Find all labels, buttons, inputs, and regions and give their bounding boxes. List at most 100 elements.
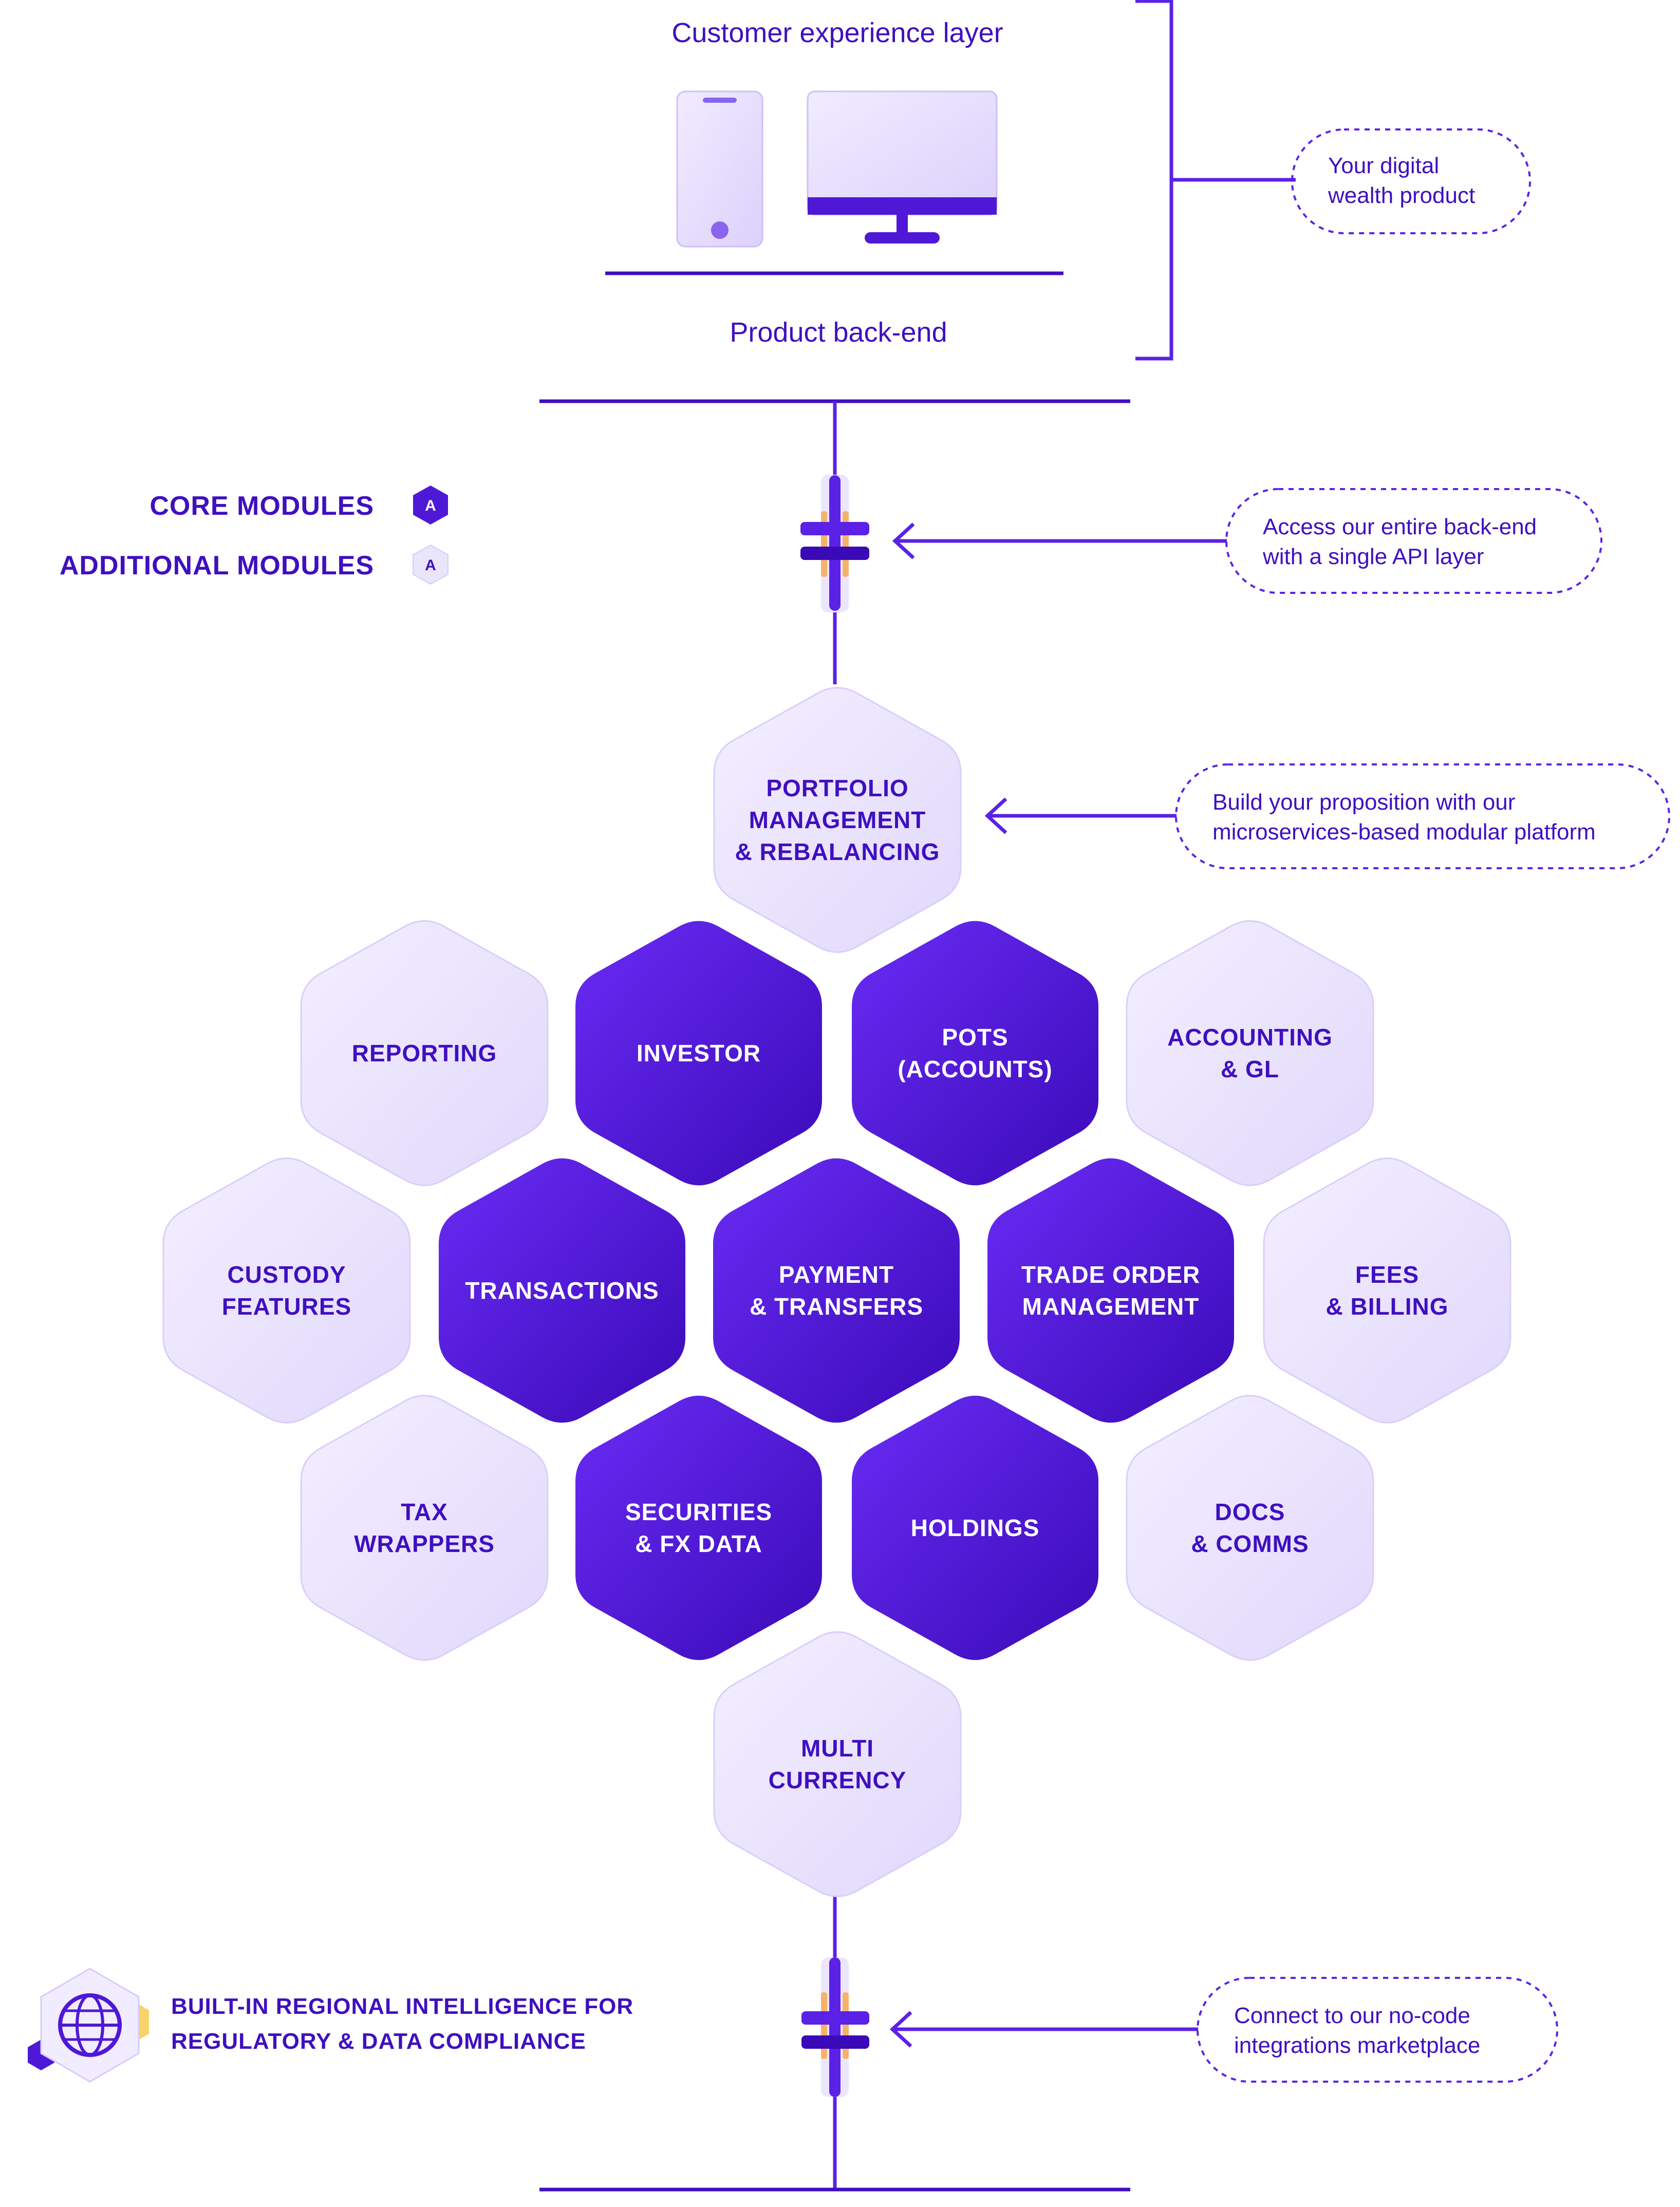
callout-modular-platform: Build your proposition with our microser…: [1175, 763, 1670, 869]
callout-digital-product: Your digital wealth product: [1291, 128, 1531, 234]
module-label-line: CUSTODY: [227, 1261, 346, 1288]
smartphone-icon: [676, 90, 763, 248]
callout-digital-line2: wealth product: [1328, 183, 1475, 208]
module-label-trade-order: TRADE ORDER MANAGEMENT: [1021, 1261, 1200, 1320]
svg-text:Access our entire back-end: Access our entire back-end with a single…: [1262, 514, 1543, 569]
module-hex-shape-docs: [1126, 1395, 1374, 1661]
core-module-badge: [413, 485, 448, 525]
module-label-line: & TRANSFERS: [750, 1293, 923, 1320]
svg-text:Your digital wealth prod: Your digital wealth product: [1328, 153, 1475, 208]
module-label-docs: DOCS & COMMS: [1191, 1499, 1309, 1557]
module-hex-accounting: ACCOUNTING & GL: [1126, 920, 1374, 1186]
core-badge-letter: A: [425, 497, 436, 514]
product-bracket: [1135, 0, 1296, 361]
module-hex-investor: INVESTOR: [575, 921, 822, 1186]
callout-api-line2: with a single API layer: [1262, 544, 1484, 569]
additional-module-badge: [413, 544, 449, 585]
product-backend-title: Product back-end: [730, 317, 947, 348]
compliance-line1: BUILT-IN REGIONAL INTELLIGENCE FOR: [171, 1994, 633, 2019]
callout-modular-line1: Build your proposition with our: [1212, 790, 1515, 815]
module-label-line: INVESTOR: [637, 1040, 761, 1067]
module-hex-shape-pots: [852, 921, 1098, 1186]
integrations-arrow: [889, 2011, 1198, 2048]
module-hex-reporting: REPORTING: [300, 920, 549, 1186]
module-label-line: (ACCOUNTS): [898, 1056, 1052, 1082]
module-label-accounting: ACCOUNTING & GL: [1167, 1024, 1333, 1082]
module-hex-fees: FEES & BILLING: [1263, 1157, 1511, 1424]
module-label-portfolio: PORTFOLIO MANAGEMENT & REBALANCING: [735, 775, 940, 865]
module-hex-custody: CUSTODY FEATURES: [162, 1157, 411, 1424]
module-hex-shape-trade-order: [987, 1158, 1234, 1423]
module-label-line: FEATURES: [222, 1293, 352, 1320]
module-hex-shape-tax: [300, 1395, 549, 1661]
module-hex-tax: TAX WRAPPERS: [300, 1395, 549, 1661]
customer-layer-title: Customer experience layer: [671, 17, 1003, 48]
module-label-reporting: REPORTING: [352, 1040, 497, 1067]
svg-text:Build your proposition with ou: Build your proposition with our microser…: [1212, 790, 1596, 845]
module-hex-shape-reporting: [300, 920, 549, 1186]
module-label-line: PORTFOLIO: [766, 775, 908, 801]
module-label-line: MANAGEMENT: [749, 807, 926, 833]
module-hex-securities: SECURITIES & FX DATA: [575, 1395, 822, 1660]
module-hex-docs: DOCS & COMMS: [1126, 1395, 1374, 1661]
callout-integrations-line2: integrations marketplace: [1234, 2033, 1480, 2058]
compliance-line2: REGULATORY & DATA COMPLIANCE: [171, 2029, 586, 2054]
module-hex-holdings: HOLDINGS: [852, 1395, 1098, 1660]
module-hex-shape-investor: [575, 921, 822, 1186]
module-hex-shape-payment: [713, 1158, 960, 1423]
integrations-connector-icon: [801, 1957, 869, 2097]
module-hex-trade-order: TRADE ORDER MANAGEMENT: [987, 1158, 1234, 1423]
module-hex-payment: PAYMENT & TRANSFERS: [713, 1158, 960, 1423]
module-label-line: PAYMENT: [779, 1261, 894, 1288]
module-label-holdings: HOLDINGS: [911, 1514, 1040, 1541]
module-label-line: POTS: [942, 1024, 1008, 1051]
callout-integrations-line1: Connect to our no-code: [1234, 2003, 1470, 2028]
api-arrow: [892, 522, 1227, 559]
desktop-monitor-icon: [807, 90, 998, 244]
callout-api-line1: Access our entire back-end: [1263, 514, 1537, 539]
module-hex-shape-securities: [575, 1395, 822, 1660]
modular-arrow: [984, 797, 1177, 834]
api-connector-icon: [800, 475, 869, 612]
module-hex-shape-transactions: [439, 1158, 685, 1423]
svg-text:Connect to our no-code i: Connect to our no-code integrations mark…: [1234, 2003, 1480, 2058]
module-label-line: WRAPPERS: [354, 1530, 495, 1557]
module-label-line: TAX: [401, 1499, 448, 1525]
module-label-securities: SECURITIES & FX DATA: [625, 1499, 772, 1557]
module-label-line: & REBALANCING: [735, 838, 940, 865]
module-label-line: & FX DATA: [635, 1530, 762, 1557]
module-hex-transactions: TRANSACTIONS: [439, 1158, 685, 1423]
module-label-line: TRADE ORDER: [1021, 1261, 1200, 1288]
module-label-line: SECURITIES: [625, 1499, 772, 1525]
callout-api-layer: Access our entire back-end with a single…: [1225, 488, 1602, 594]
module-label-line: ACCOUNTING: [1167, 1024, 1333, 1051]
module-hex-multi-currency: MULTI CURRENCY: [713, 1631, 962, 1897]
module-label-line: FEES: [1355, 1261, 1419, 1288]
module-label-line: MULTI: [801, 1735, 874, 1762]
module-label-tax: TAX WRAPPERS: [354, 1499, 495, 1557]
legend-core-label: CORE MODULES: [150, 491, 374, 521]
module-label-custody: CUSTODY FEATURES: [222, 1261, 352, 1320]
module-hexagons: PORTFOLIO MANAGEMENT & REBALANCING REPORTIN…: [162, 687, 1511, 1897]
module-hex-shape-custody: [162, 1157, 411, 1424]
module-label-line: & COMMS: [1191, 1530, 1309, 1557]
callout-modular-line2: microservices-based modular platform: [1212, 819, 1596, 845]
module-label-transactions: TRANSACTIONS: [465, 1277, 659, 1304]
additional-badge-letter: A: [425, 557, 436, 574]
module-label-line: & GL: [1221, 1056, 1279, 1082]
module-label-line: DOCS: [1215, 1499, 1285, 1525]
module-hex-shape-holdings: [852, 1395, 1098, 1660]
svg-text:BUILT-IN REGIONAL INTELLIGENCE: BUILT-IN REGIONAL INTELLIGENCE FOR REGUL…: [171, 1994, 640, 2054]
module-label-multi-currency: MULTI CURRENCY: [769, 1735, 907, 1793]
module-label-line: TRANSACTIONS: [465, 1277, 659, 1304]
module-label-line: & BILLING: [1326, 1293, 1449, 1320]
module-hex-shape-fees: [1263, 1157, 1511, 1424]
module-hex-shape-portfolio: [713, 687, 962, 953]
module-label-pots: POTS (ACCOUNTS): [898, 1024, 1052, 1082]
module-label-line: CURRENCY: [769, 1767, 907, 1793]
globe-icon: [28, 1968, 149, 2083]
module-label-line: MANAGEMENT: [1022, 1293, 1200, 1320]
legend-additional-label: ADDITIONAL MODULES: [60, 551, 374, 581]
module-label-line: REPORTING: [352, 1040, 497, 1067]
